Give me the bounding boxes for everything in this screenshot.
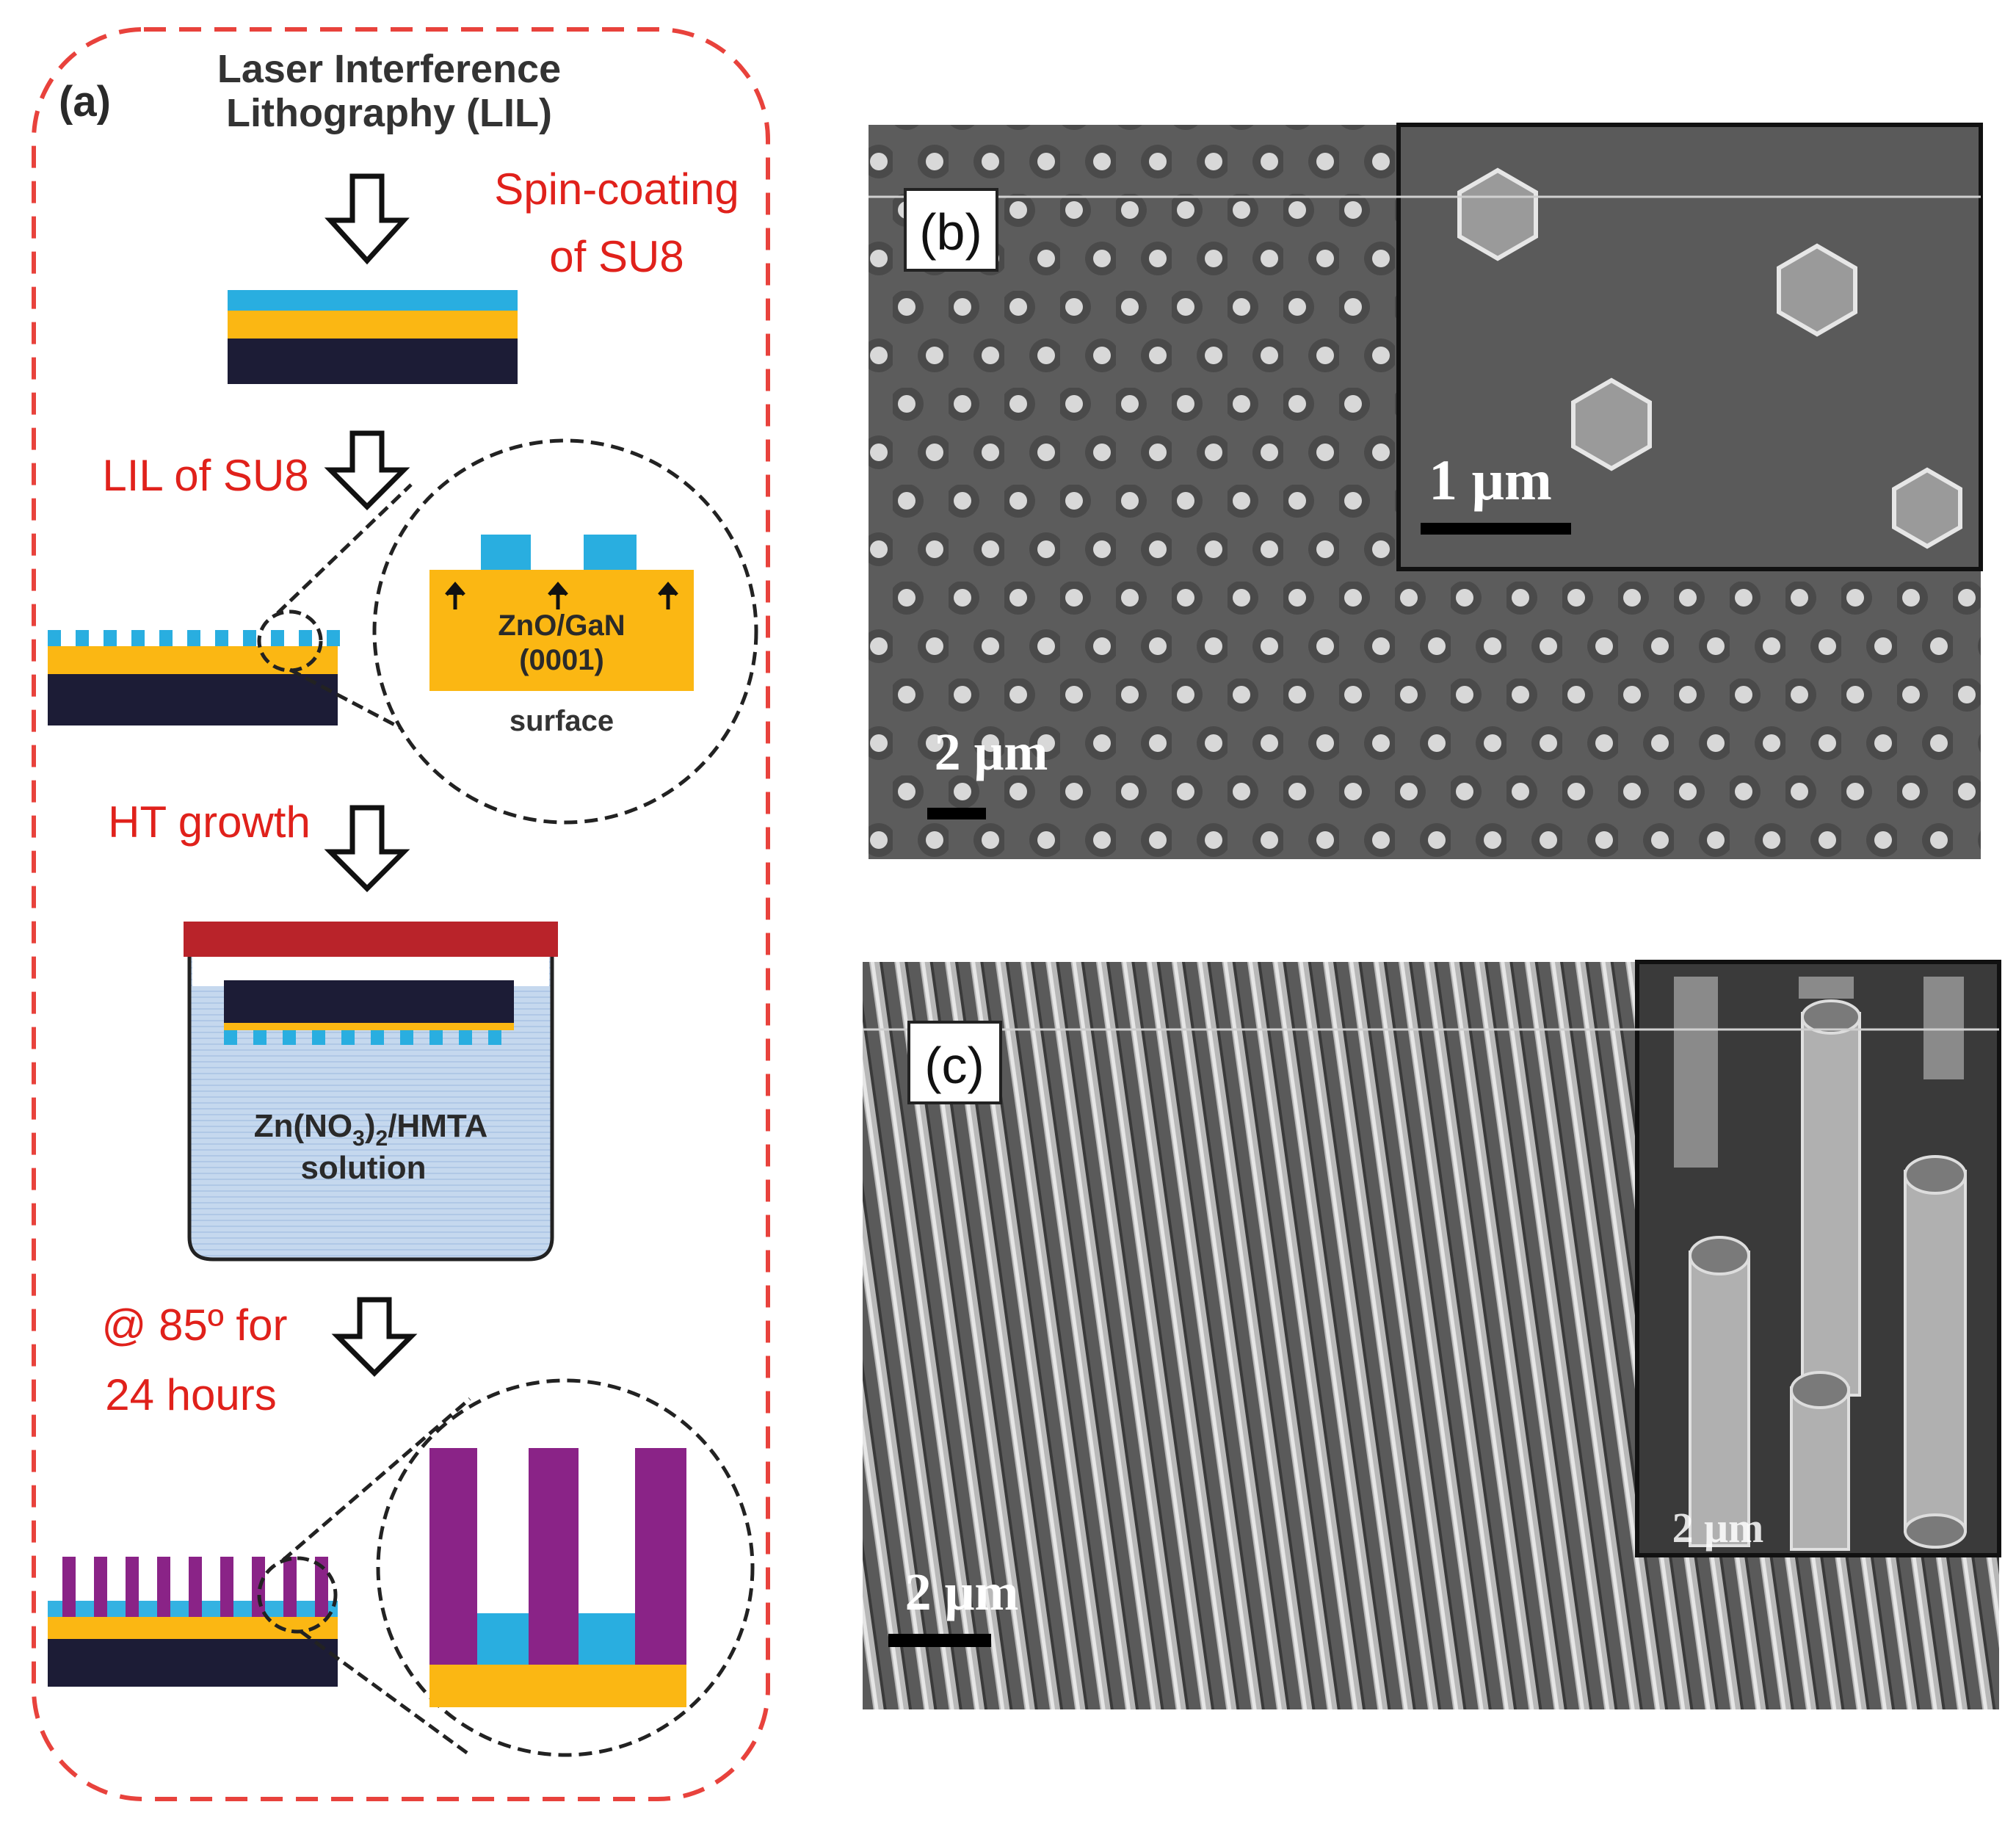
title-line-2: Lithography (LIL) (226, 91, 552, 135)
panel-a-label: (a) (59, 78, 111, 126)
step-4-line-2: 24 hours (105, 1370, 277, 1419)
arrow-3-icon (324, 805, 410, 892)
stack-patterned (48, 630, 340, 725)
zoom-circle-small-2 (257, 1556, 338, 1634)
arrow-2-icon (324, 430, 410, 510)
scalebar-c-main (888, 1634, 991, 1647)
panel-c: (c) 2 μm 2 μm (863, 960, 2001, 1709)
scalebar-b-inset (1421, 523, 1571, 535)
step-1-line-2: of SU8 (549, 232, 684, 281)
arrow-up-icon (658, 582, 678, 609)
scalebar-b-main (927, 808, 986, 819)
zoom-circle-small-1 (257, 609, 323, 673)
arrow-up-icon (445, 582, 465, 609)
panel-c-label: (c) (924, 1037, 985, 1094)
step-2-label: LIL of SU8 (102, 451, 308, 500)
panel-b: (b) 1 μm 2 μm (869, 123, 1983, 859)
reaction-vessel: Zn(NO3)2/HMTA solution (184, 922, 558, 1262)
inset-material-line-2: (0001) (519, 644, 604, 676)
zoom-line (276, 483, 413, 615)
title-line-1: Laser Interference (217, 47, 561, 91)
inset-material-line-1: ZnO/GaN (498, 609, 625, 642)
panel-c-label-box (907, 1021, 1002, 1104)
arrow-4-icon (331, 1297, 418, 1377)
step-3-label: HT growth (108, 797, 311, 847)
stack-nanorods (48, 1557, 338, 1687)
scalebar-c-main-label: 2 μm (905, 1563, 1019, 1621)
zoom-inset-2 (376, 1378, 755, 1757)
step-1-line-1: Spin-coating (494, 164, 739, 214)
scalebar-b-main-label: 2 μm (935, 723, 1048, 781)
arrow-1-icon (324, 173, 410, 265)
panel-b-label: (b) (919, 203, 982, 261)
scalebar-b-inset-label: 1 μm (1429, 448, 1552, 512)
solution-label-line-2: solution (300, 1150, 426, 1186)
panel-b-label-box (904, 188, 998, 272)
zoom-inset-1: ZnO/GaN (0001) surface (372, 438, 758, 825)
arrow-up-icon (548, 582, 568, 609)
scalebar-c-inset-label: 2 μm (1672, 1504, 1764, 1552)
step-4-line-1: @ 85º for (102, 1300, 288, 1350)
solution-label-line-1: Zn(NO3)2/HMTA (254, 1108, 487, 1151)
inset-material-line-3: surface (510, 705, 614, 737)
panel-a: (a) Laser Interference Lithography (LIL)… (32, 27, 770, 1801)
stack-spin-coated (228, 290, 518, 384)
zoom-line (281, 1397, 471, 1562)
hexagon-rods-top-view (1457, 167, 1962, 549)
hexagon-rods-side-view (1674, 977, 1967, 1551)
